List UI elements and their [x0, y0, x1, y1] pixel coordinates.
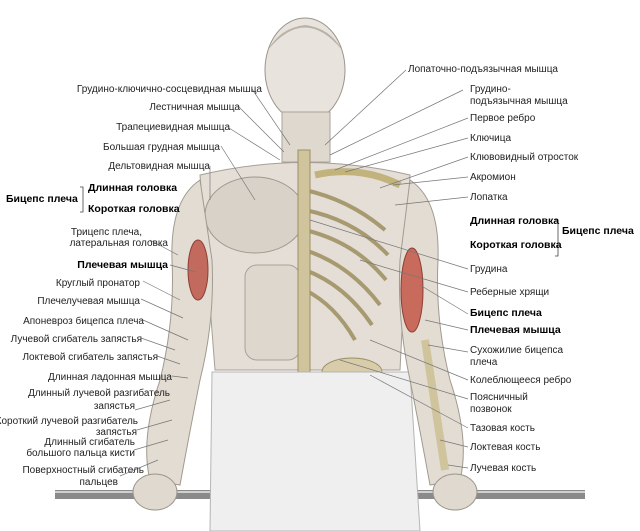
leader-lines-right [309, 69, 469, 469]
label-lumbar-2: позвонок [470, 404, 512, 415]
label-trapezius: Трапециевидная мышца [116, 122, 230, 133]
label-fpl-1: Длинный сгибатель [44, 437, 135, 448]
left-hand [132, 473, 178, 511]
label-short-head-right: Короткая головка [470, 239, 562, 251]
label-ulna: Локтевая кость [470, 442, 541, 453]
label-ecrb-2: запястья [95, 427, 137, 438]
label-sternohyoid-2: подъязычная мышца [470, 96, 568, 107]
label-scm: Грудино-ключично-сосцевидная мышца [76, 84, 262, 95]
label-acromion: Акромион [470, 172, 516, 183]
label-pec-major: Большая грудная мышца [103, 142, 220, 153]
left-brachialis-highlight [187, 239, 209, 301]
left-biceps-bracket [80, 186, 84, 213]
label-sternohyoid-1: Грудино- [470, 84, 511, 95]
label-ecrb-1: Короткий лучевой разгибатель [0, 416, 138, 427]
abdominals [244, 264, 301, 361]
label-omohyoid: Лопаточно-подъязычная мышца [408, 64, 558, 75]
label-tendon-1: Сухожилие бицепса [470, 345, 564, 356]
label-palmaris: Длинная ладонная мышца [48, 372, 172, 383]
label-fds-1: Поверхностный сгибатель [22, 465, 144, 476]
label-costal: Реберные хрящи [470, 287, 550, 298]
label-long-head-left: Длинная головка [88, 182, 178, 194]
right-biceps-bracket [555, 219, 559, 257]
label-brachioradialis: Плечелучевая мышца [37, 296, 140, 307]
forearm-bones [421, 339, 449, 471]
label-fpl-2: большого пальца кисти [26, 448, 135, 459]
label-fcr: Лучевой сгибатель запястья [10, 334, 142, 345]
label-sternum: Грудина [470, 264, 508, 275]
label-fcu: Локтевой сгибатель запястья [22, 352, 158, 363]
label-fds-2: пальцев [79, 477, 118, 488]
ribcage [304, 188, 390, 341]
label-lumbar-1: Поясничный [470, 392, 528, 403]
label-tendon-2: плеча [470, 357, 498, 368]
label-deltoid: Дельтовидная мышца [108, 161, 210, 172]
label-triceps-1: Трицепс плеча, [70, 227, 142, 238]
label-coracoid: Клювовидный отросток [470, 152, 579, 163]
label-pelvis: Тазовая кость [470, 423, 535, 434]
shorts [209, 371, 421, 531]
label-long-head-right: Длинная головка [470, 215, 560, 227]
label-biceps-group-right: Бицепс плеча [562, 225, 634, 237]
label-biceps-right: Бицепс плеча [470, 307, 542, 319]
label-triceps-2: латеральная головка [69, 238, 168, 249]
label-short-head-left: Короткая головка [88, 203, 180, 215]
leader-lines-left [119, 88, 291, 477]
clavicle-bone [314, 168, 402, 189]
label-brachialis-right: Плечевая мышца [470, 324, 561, 336]
label-radius: Лучевая кость [470, 463, 537, 474]
pectoral-muscle [204, 176, 306, 254]
right-biceps-highlight [400, 247, 424, 333]
label-first-rib: Первое ребро [470, 113, 536, 124]
label-brachialis-left: Плечевая мышца [77, 259, 168, 271]
label-biceps-group-left: Бицепс плеча [6, 193, 78, 205]
label-scalene: Лестничная мышца [149, 102, 240, 113]
head [264, 17, 346, 123]
label-floating-rib: Колеблющееся ребро [470, 375, 572, 386]
label-ecrl-1: Длинный лучевой разгибатель [28, 388, 170, 399]
label-scapula: Лопатка [470, 192, 508, 203]
spine [297, 149, 311, 381]
label-aponeurosis: Апоневроз бицепса плеча [23, 316, 144, 327]
label-pronator: Круглый пронатор [55, 278, 140, 289]
left-arm [146, 179, 213, 486]
label-ecrl-2: запястья [93, 401, 135, 412]
label-clavicle: Ключица [470, 133, 512, 144]
right-hand [432, 473, 478, 511]
